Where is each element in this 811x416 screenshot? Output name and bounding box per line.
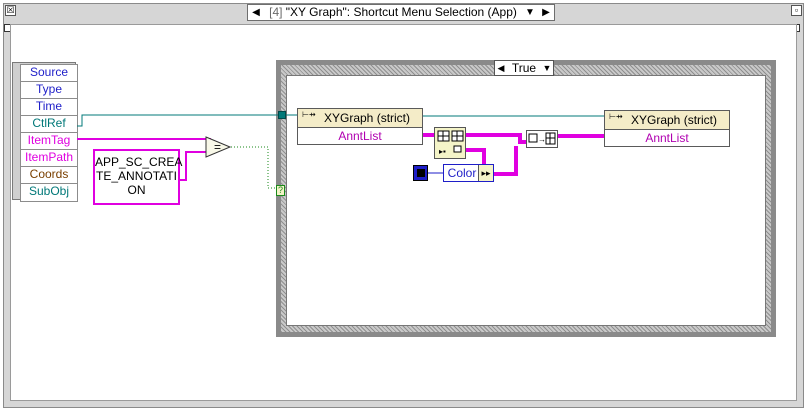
property-node-read[interactable]: ⊢⇸ XYGraph (strict) AnntList: [297, 108, 423, 145]
diagram-close-icon[interactable]: ☒: [5, 5, 16, 16]
property-node-read-property[interactable]: AnntList: [338, 129, 382, 143]
event-data-itemtag[interactable]: ItemTag: [20, 132, 78, 151]
event-data-node[interactable]: Source Type Time CtlRef ItemTag ItemPath…: [12, 62, 78, 202]
bundle-by-name-node[interactable]: Color ▸▸: [443, 164, 494, 182]
case-selector-terminal[interactable]: ?: [276, 185, 285, 196]
event-dropdown-icon[interactable]: ▼: [525, 7, 535, 18]
item-tag-constant[interactable]: APP_SC_CREA TE_ANNOTATI ON: [93, 149, 183, 205]
next-event-button[interactable]: ▶: [542, 7, 550, 18]
bundle-icon: ▸▸: [478, 165, 493, 181]
color-swatch-icon: [417, 169, 425, 177]
svg-text:→: →: [538, 135, 546, 144]
event-data-time[interactable]: Time: [20, 98, 78, 117]
item-tag-constant-line3: ON: [127, 183, 146, 197]
property-node-write[interactable]: ⊢⇸ XYGraph (strict) AnntList: [604, 110, 730, 147]
equal-node-label: =: [214, 140, 221, 154]
index-array-node[interactable]: ▸▪: [434, 127, 466, 159]
bundle-out-wire[interactable]: [494, 146, 518, 176]
itemtag-wire[interactable]: [77, 138, 211, 145]
previous-event-button[interactable]: ◀: [252, 7, 260, 18]
svg-text:▸▪: ▸▪: [439, 147, 446, 156]
diagram-expand-icon[interactable]: ▫: [791, 5, 802, 16]
anntlist-wire-2[interactable]: [466, 133, 526, 144]
case-selector-value: True: [511, 61, 537, 75]
ctlref-tunnel[interactable]: [278, 111, 286, 119]
equal-node[interactable]: =: [205, 136, 231, 158]
event-data-ctlref[interactable]: CtlRef: [20, 115, 78, 134]
boolean-wire[interactable]: [228, 146, 278, 189]
replace-array-icon: →: [528, 132, 556, 145]
item-tag-constant-line2: TE_ANNOTATI: [96, 169, 177, 183]
case-selector[interactable]: ◀ True ▼: [494, 60, 554, 76]
case-prev-icon[interactable]: ◀: [497, 63, 505, 73]
bundle-color-label: Color: [447, 166, 477, 180]
event-name: "XY Graph": Shortcut Menu Selection (App…: [285, 5, 517, 19]
event-selector[interactable]: ◀ [4] "XY Graph": Shortcut Menu Selectio…: [247, 4, 555, 21]
property-node-write-class: ⊢⇸ XYGraph (strict): [605, 111, 729, 130]
replace-array-subset-node[interactable]: →: [526, 130, 558, 148]
index-array-icon: ▸▪: [437, 130, 464, 156]
event-selector-label: [4] "XY Graph": Shortcut Menu Selection …: [264, 5, 522, 20]
string-wire[interactable]: [180, 151, 210, 181]
event-index: [4]: [269, 5, 283, 19]
reference-icon-2: ⊢⇸: [609, 112, 623, 121]
ctlref-wire[interactable]: [77, 114, 298, 127]
item-tag-constant-line1: APP_SC_CREA: [95, 155, 183, 169]
event-data-coords[interactable]: Coords: [20, 166, 78, 185]
case-dropdown-icon[interactable]: ▼: [542, 63, 552, 73]
event-data-subobj[interactable]: SubObj: [20, 183, 78, 202]
color-constant[interactable]: [413, 165, 428, 181]
reference-icon: ⊢⇸: [302, 110, 316, 119]
property-node-read-class: ⊢⇸ XYGraph (strict): [298, 109, 422, 128]
property-node-write-property[interactable]: AnntList: [645, 131, 689, 145]
